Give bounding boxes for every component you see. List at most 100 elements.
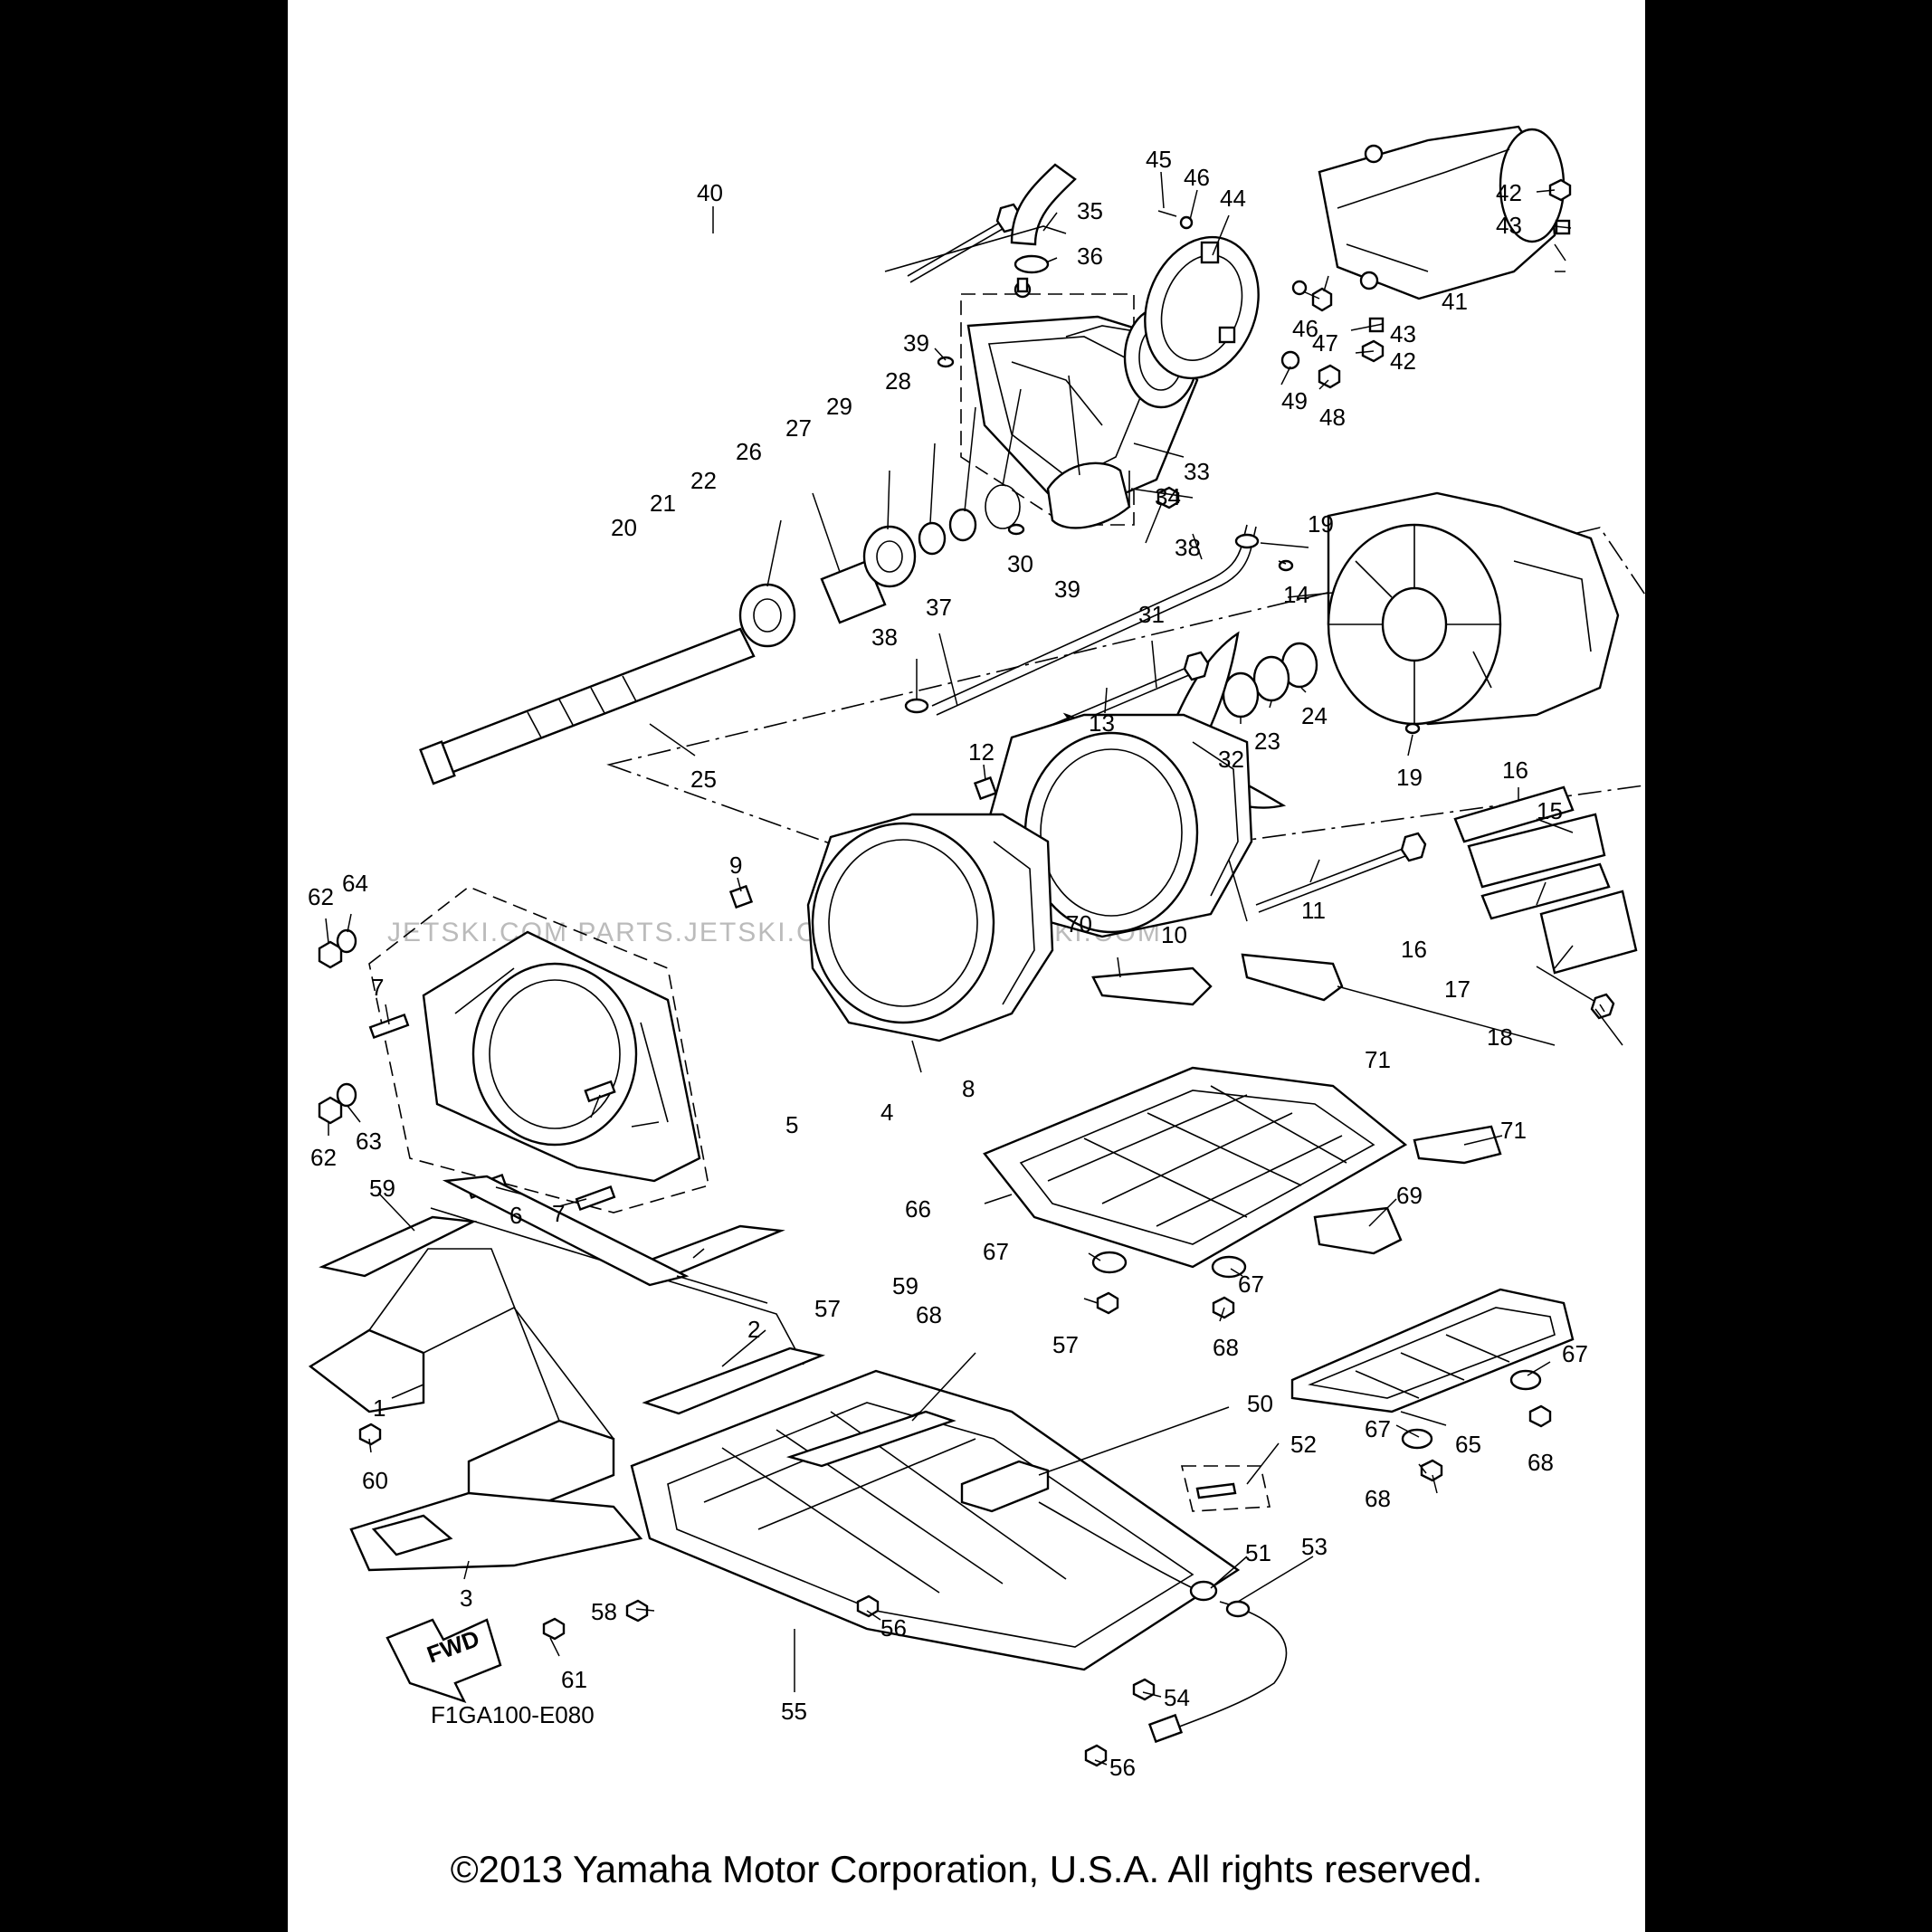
- callout-43: 43: [1496, 212, 1522, 239]
- callout-63: 63: [356, 1128, 382, 1155]
- bolt-68a: [1096, 1291, 1119, 1315]
- callout-2: 2: [747, 1316, 760, 1343]
- collar-49: [1280, 350, 1300, 370]
- bolt-13: [1032, 651, 1210, 741]
- stud-7a: [368, 1013, 410, 1040]
- callout-22: 22: [690, 467, 717, 494]
- callout-54: 54: [1164, 1684, 1190, 1711]
- callout-48: 48: [1319, 404, 1346, 431]
- plate-65: [1290, 1288, 1575, 1413]
- grommet-53: [1225, 1600, 1251, 1618]
- callout-19: 19: [1308, 510, 1334, 538]
- cap-28: [1046, 462, 1131, 529]
- callout-8: 8: [962, 1075, 975, 1102]
- bolt-40-leader-bracket: [884, 225, 1067, 272]
- pump-housing-14: [1327, 491, 1620, 726]
- collar-9: [728, 884, 754, 909]
- callout-23: 23: [1254, 728, 1280, 755]
- callout-35: 35: [1077, 197, 1103, 224]
- callout-68: 68: [916, 1301, 942, 1328]
- clamp-36: [1014, 254, 1050, 274]
- support-1: [308, 1248, 615, 1513]
- plate-2: [442, 1175, 690, 1287]
- callout-68: 68: [1365, 1485, 1391, 1512]
- callout-69: 69: [1396, 1182, 1423, 1209]
- nut-62a: [318, 940, 343, 969]
- callout-42: 42: [1390, 347, 1416, 375]
- bearing-20: [738, 583, 796, 648]
- washer-46b: [1291, 280, 1308, 296]
- gasket-16a: [1453, 785, 1575, 843]
- washer-63: [336, 1082, 357, 1108]
- plate-66: [983, 1066, 1408, 1269]
- callout-71: 71: [1500, 1117, 1527, 1144]
- callout-25: 25: [690, 766, 717, 793]
- callout-3: 3: [460, 1585, 472, 1612]
- callout-26: 26: [736, 438, 762, 465]
- grommet-51: [1189, 1580, 1218, 1602]
- callout-64: 64: [342, 870, 368, 897]
- steering-nozzle-41: [1318, 125, 1566, 300]
- callout-65: 65: [1455, 1431, 1481, 1458]
- seal-23: [1252, 655, 1290, 702]
- callout-16: 16: [1502, 757, 1528, 784]
- bolt-68b: [1212, 1296, 1235, 1319]
- callout-46: 46: [1184, 164, 1210, 191]
- screw-52: [1195, 1482, 1237, 1499]
- callout-68: 68: [1528, 1449, 1554, 1476]
- bolt-11: [1255, 832, 1427, 913]
- callout-51: 51: [1245, 1539, 1271, 1566]
- duct-group-outline: [368, 886, 709, 1213]
- callout-41: 41: [1442, 288, 1468, 315]
- bolt-68c: [1528, 1404, 1552, 1428]
- callout-39: 39: [903, 329, 929, 357]
- collar-12: [973, 776, 998, 801]
- callout-18: 18: [1487, 1023, 1513, 1051]
- callout-34: 34: [1155, 483, 1181, 510]
- callout-59: 59: [892, 1272, 918, 1299]
- callout-9: 9: [729, 852, 742, 879]
- nozzle-group-outline: [960, 293, 1135, 526]
- callout-24: 24: [1301, 702, 1328, 729]
- seal-26: [918, 521, 947, 556]
- duct-4: [422, 930, 701, 1183]
- callout-11: 11: [1301, 897, 1326, 924]
- callout-19: 19: [1396, 764, 1423, 791]
- callout-44: 44: [1220, 185, 1246, 212]
- callout-7: 7: [552, 1200, 565, 1227]
- callout-59: 59: [369, 1175, 395, 1202]
- figure-code: F1GA100-E080: [431, 1701, 595, 1728]
- callout-57: 57: [814, 1295, 841, 1322]
- bracket-3: [349, 1491, 643, 1572]
- pump-group-outline: [606, 527, 1645, 883]
- callout-36: 36: [1077, 243, 1103, 270]
- callout-55: 55: [781, 1698, 807, 1725]
- callout-40: 40: [697, 179, 723, 206]
- callout-labels: 40 35 36 45 46 44 42 43 41 46 47 43 42 4…: [308, 146, 1588, 1781]
- bearing-22-inner: [876, 540, 903, 573]
- connector-53: [1147, 1713, 1184, 1744]
- oring-29: [985, 484, 1021, 529]
- bracket-59a: [319, 1215, 478, 1278]
- callout-12: 12: [968, 738, 995, 766]
- callout-7: 7: [371, 974, 384, 1001]
- callout-30: 30: [1007, 550, 1033, 577]
- callout-70: 70: [1066, 910, 1092, 937]
- bolt-42a: [1548, 178, 1572, 202]
- spacer-21: [820, 559, 887, 624]
- callout-60: 60: [362, 1467, 388, 1494]
- callout-5: 5: [785, 1111, 798, 1138]
- bearing-22: [862, 525, 917, 588]
- arm-71a: [1241, 953, 1344, 1002]
- arm-69: [1313, 1206, 1403, 1255]
- leader-lines: [325, 171, 1623, 1765]
- callout-28: 28: [885, 367, 911, 395]
- callout-14: 14: [1283, 581, 1309, 608]
- callout-49: 49: [1281, 387, 1308, 414]
- seal-32: [1222, 671, 1260, 719]
- driveshaft-25: [419, 627, 756, 785]
- callout-50: 50: [1247, 1390, 1273, 1417]
- bearing-20-inner: [753, 598, 782, 633]
- callout-39: 39: [1054, 576, 1080, 603]
- nut-62b: [318, 1096, 343, 1125]
